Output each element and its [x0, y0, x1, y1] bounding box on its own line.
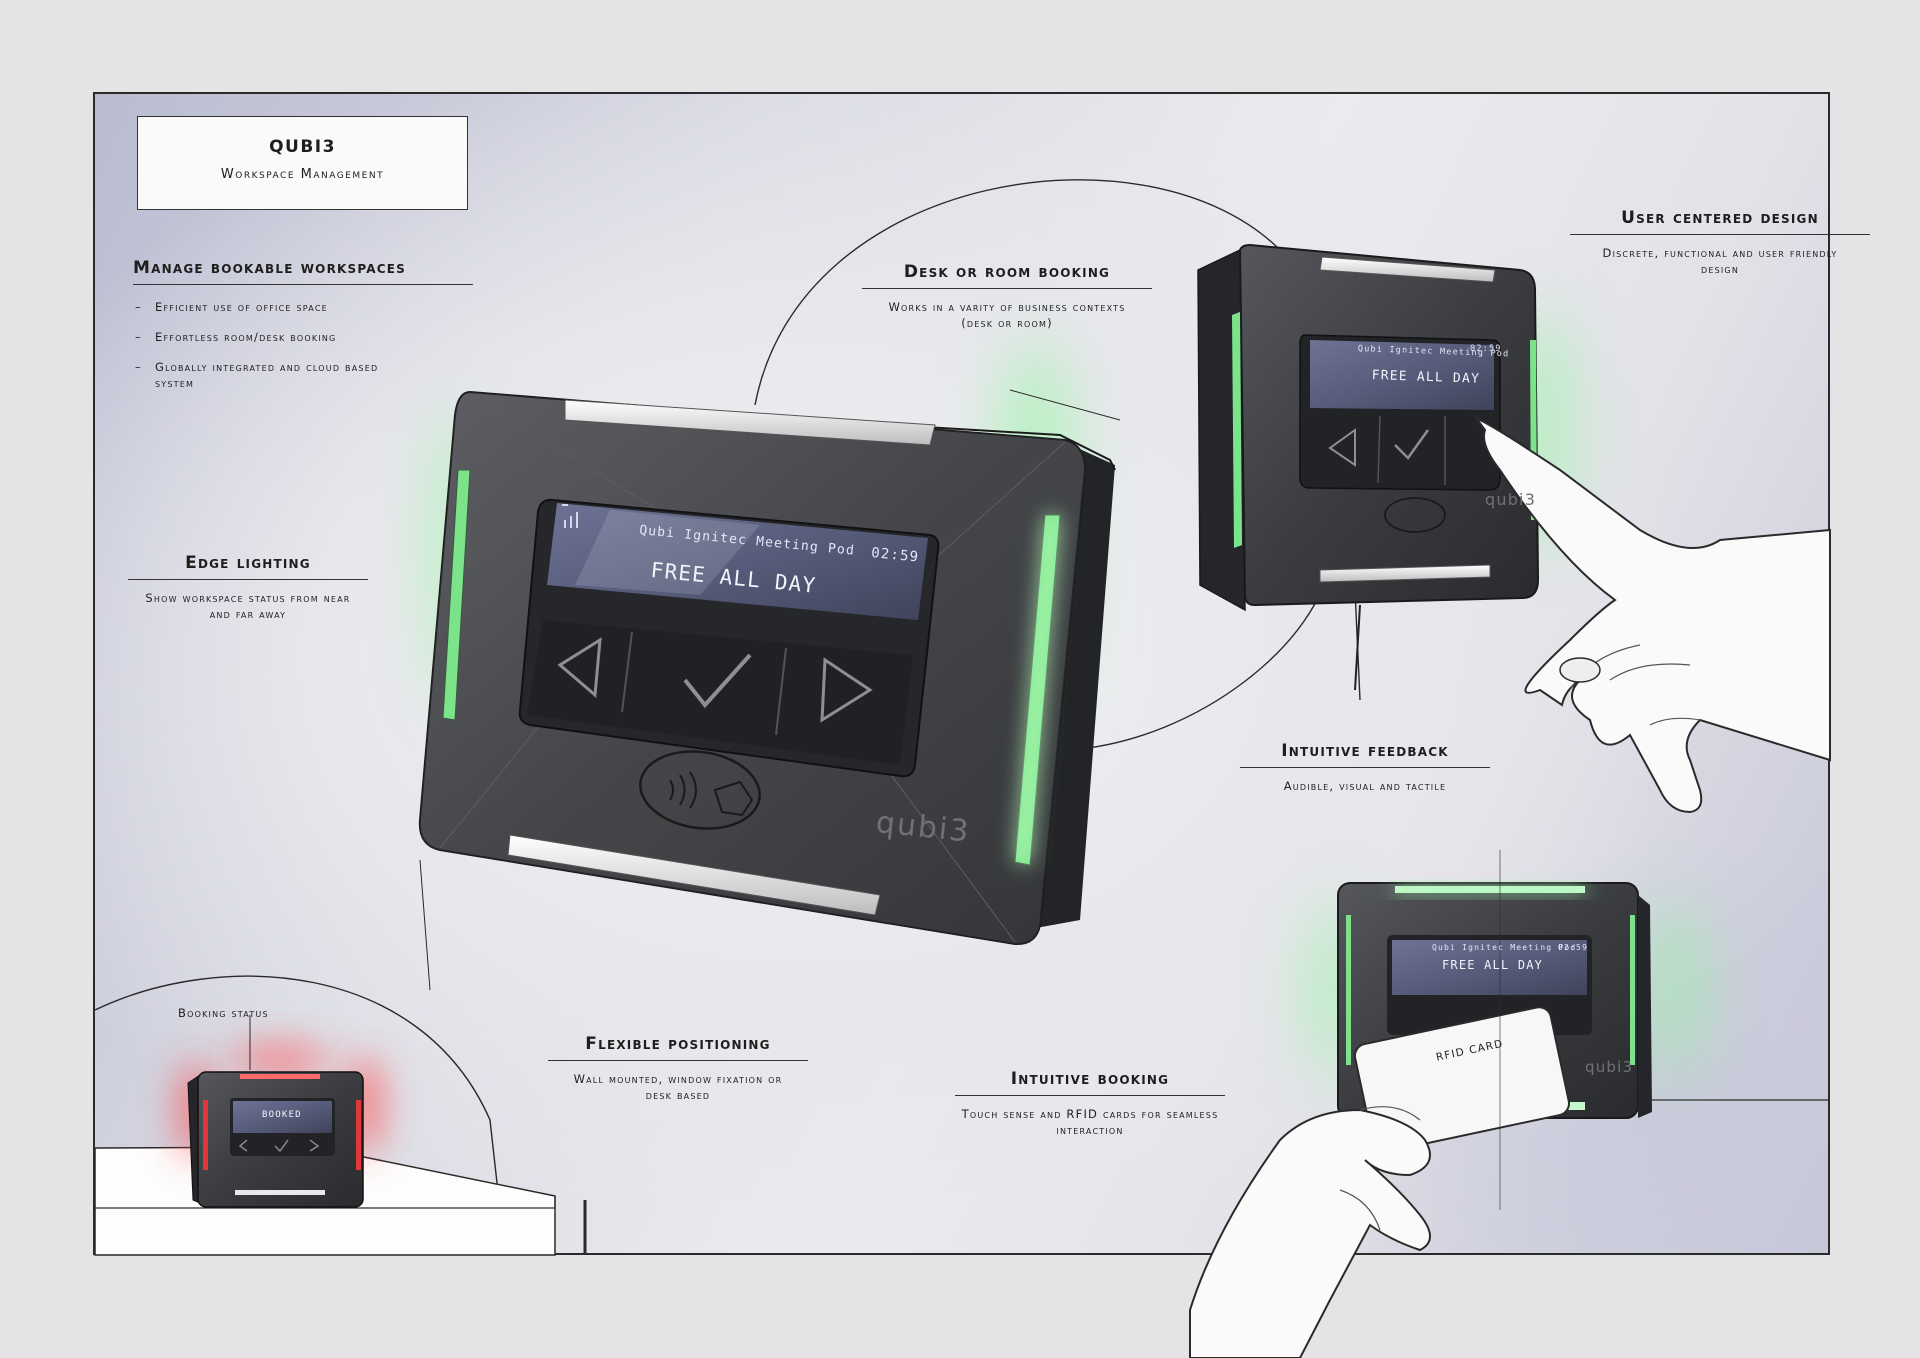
feature-manage-rule — [133, 284, 473, 285]
product-name: QUBI3 — [269, 137, 336, 157]
feature-edge-lighting-heading: Edge lighting — [185, 553, 311, 573]
feature-booking-heading: Intuitive booking — [1010, 1069, 1170, 1089]
feature-flexible-heading: Flexible positioning — [585, 1034, 771, 1054]
feature-manage-list: Efficient use of office space Effortless… — [133, 299, 473, 391]
title-box: QUBI3 Workspace Management — [137, 116, 468, 210]
feature-edge-lighting-body: Show workspace status from near and far … — [145, 591, 351, 621]
product-subtitle: Workspace Management — [220, 167, 385, 182]
feature-feedback: Intuitive feedback Audible, visual and t… — [1240, 741, 1490, 794]
feature-booking-body: Touch sense and RFID cards for seamless … — [961, 1107, 1219, 1137]
desk-screen-status: BOOKED — [262, 1110, 302, 1120]
feature-manage-bullet: Globally integrated and cloud based syst… — [133, 359, 385, 391]
feature-feedback-rule — [1240, 767, 1490, 768]
rfid-device — [1305, 850, 1705, 1210]
rfid-screen-status: FREE ALL DAY — [1442, 958, 1544, 972]
feature-desk-room-rule — [862, 288, 1152, 289]
pointing-hand — [1475, 415, 1831, 814]
feature-manage-bullet: Efficient use of office space — [133, 299, 473, 315]
feature-desk-room-heading: Desk or room booking — [903, 262, 1111, 282]
feature-flexible: Flexible positioning Wall mounted, windo… — [548, 1034, 808, 1103]
rfid-device-brand: qubi3 — [1585, 1058, 1634, 1076]
feature-user-centered-heading: User centered design — [1621, 208, 1819, 228]
feature-edge-lighting-rule — [128, 579, 368, 580]
desk-scene — [94, 1015, 587, 1256]
feature-manage-heading: Manage bookable workspaces — [133, 258, 406, 278]
feature-edge-lighting: Edge lighting Show workspace status from… — [128, 553, 368, 622]
feature-flexible-rule — [548, 1060, 808, 1061]
feature-desk-room-body: Works in a varity of business contexts (… — [888, 300, 1126, 330]
wall-screen-time: 02:59 — [1470, 344, 1502, 354]
main-device — [418, 340, 1121, 991]
feature-flexible-body: Wall mounted, window fixation or desk ba… — [573, 1072, 783, 1102]
feature-feedback-heading: Intuitive feedback — [1281, 741, 1449, 761]
feature-manage-bullet: Effortless room/desk booking — [133, 329, 473, 345]
feature-user-centered-rule — [1570, 234, 1870, 235]
feature-user-centered-body: Discrete, functional and user friendly d… — [1602, 246, 1838, 276]
rfid-screen-time: 02:59 — [1558, 943, 1589, 952]
feature-user-centered: User centered design Discrete, functiona… — [1570, 208, 1870, 277]
rfid-screen-room: Qubi Ignitec Meeting Pod — [1432, 943, 1577, 952]
card-hand — [1189, 1106, 1431, 1358]
wall-device-brand: qubi3 — [1485, 490, 1537, 509]
feature-feedback-body: Audible, visual and tactile — [1283, 779, 1447, 793]
wall-device — [1197, 243, 1575, 691]
booking-status-label: Booking status — [178, 1006, 269, 1020]
feature-booking-rule — [955, 1095, 1225, 1096]
feature-desk-room: Desk or room booking Works in a varity o… — [862, 262, 1152, 331]
feature-booking: Intuitive booking Touch sense and RFID c… — [955, 1069, 1225, 1138]
feature-manage: Manage bookable workspaces Efficient use… — [133, 258, 473, 405]
